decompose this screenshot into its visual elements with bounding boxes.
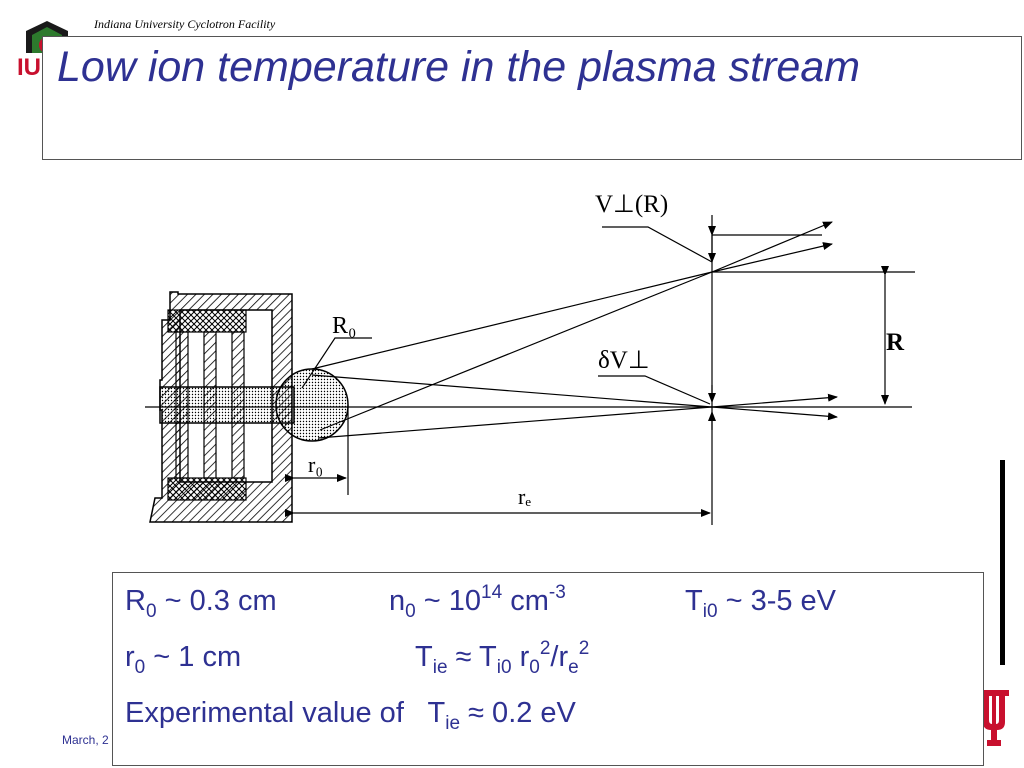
- param-experimental: Experimental value of Tie ≈ 0.2 eV: [125, 697, 576, 734]
- parameters-box: R0 ~ 0.3 cm n0 ~ 1014 cm-3 Ti0 ~ 3-5 eV …: [112, 572, 984, 766]
- label-r0-small: r₀: [308, 452, 323, 477]
- ion-rays: [311, 221, 838, 439]
- vperp-leader: [602, 226, 713, 263]
- org-name: Indiana University Cyclotron Facility: [94, 17, 276, 31]
- label-delta-v: δV⊥: [598, 347, 650, 374]
- label-re: rₑ: [518, 484, 531, 509]
- logo-text: IU: [17, 54, 41, 79]
- param-n0: n0 ~ 1014 cm-3: [389, 582, 566, 622]
- decorative-bar: [1000, 460, 1005, 665]
- param-tie-formula: Tie ≈ Ti0 r02/re2: [415, 638, 590, 678]
- title-box: Low ion temperature in the plasma stream: [42, 36, 1022, 160]
- param-r0-small: r0 ~ 1 cm: [125, 641, 242, 678]
- label-big-r: R: [886, 329, 905, 356]
- footer-date: March, 2: [62, 733, 109, 747]
- r0cap-leader: [301, 337, 372, 389]
- label-v-perp-r: V⊥(R): [595, 191, 668, 218]
- param-ti0: Ti0 ~ 3-5 eV: [685, 585, 837, 622]
- dv-leader: [598, 375, 711, 405]
- iu-trident-icon: [979, 690, 1009, 746]
- param-r0-big: R0 ~ 0.3 cm: [125, 585, 277, 622]
- slide-title: Low ion temperature in the plasma stream: [57, 43, 861, 91]
- label-r0-cap: R₀: [332, 313, 356, 339]
- plasma-stream-diagram: V⊥(R) R₀ δV⊥ R r₀ rₑ: [145, 191, 915, 525]
